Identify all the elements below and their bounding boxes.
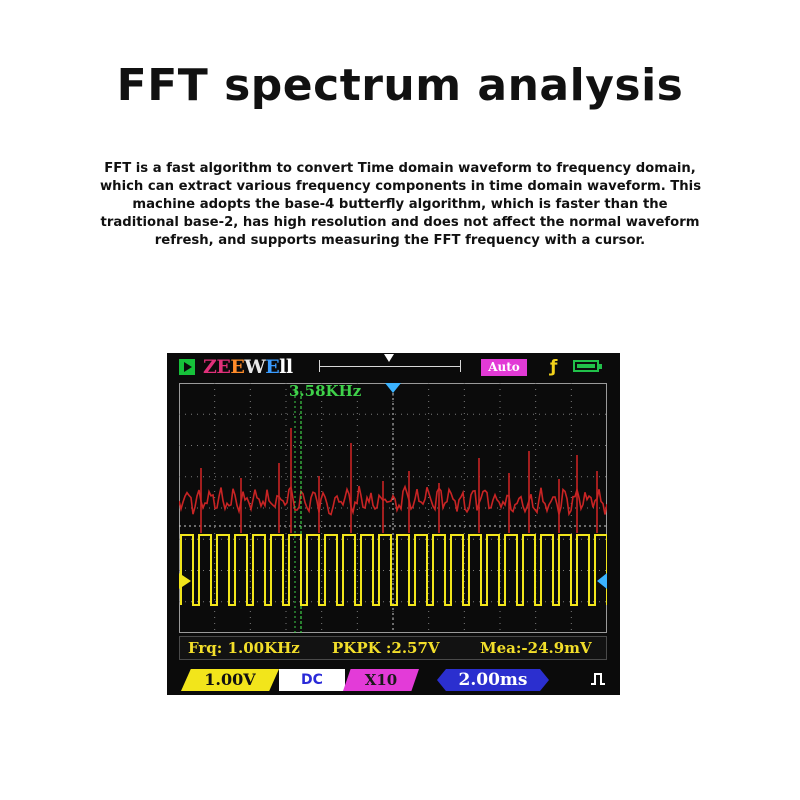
fft-trace [179,484,607,517]
brand-letter: E [216,356,231,378]
memory-position-marker-icon [384,354,394,362]
square-wave-trace [180,534,607,606]
status-bar: 1.00V DC X10 2.00ms [167,666,620,694]
rising-edge-trigger-icon[interactable]: ƒ [550,357,558,377]
trigger-mode-badge[interactable]: Auto [481,359,527,376]
description-line: FFT is a fast algorithm to convert Time … [104,161,696,176]
time-per-div-button[interactable]: 2.00ms [437,669,549,691]
brand-letter: E [265,356,280,378]
trigger-level-marker-icon [597,573,607,589]
mean-readout: Mea:-24.9mV [480,639,592,657]
page-description: FFT is a fast algorithm to convert Time … [100,160,702,250]
probe-ratio-button[interactable]: X10 [343,669,419,691]
volts-per-div-button[interactable]: 1.00V [181,669,279,691]
brand-letter: ll [279,356,293,378]
oscilloscope-screen: ZEEWEll Auto ƒ 3.58KHz Frq: 1.00KHz PKPK… [167,353,620,695]
scope-top-bar: ZEEWEll Auto ƒ [167,353,620,381]
pulse-edge-icon[interactable] [590,671,606,687]
coupling-button[interactable]: DC [279,669,345,691]
brand-letter: Z [203,356,217,378]
frequency-readout: Frq: 1.00KHz [188,639,300,657]
run-play-icon[interactable] [179,359,195,375]
waveform-display[interactable] [179,383,607,633]
description-line: machine adopts the base-4 butterfly algo… [132,197,668,212]
trigger-position-marker-icon [385,383,401,393]
measurement-bar: Frq: 1.00KHz PKPK :2.57V Mea:-24.9mV [179,636,607,660]
waveform-plot [179,383,607,633]
brand-letter: W [244,356,266,378]
description-line: traditional base-2, has high resolution … [100,215,700,230]
channel-marker-icon [179,573,191,589]
memory-position-bar[interactable] [319,360,461,372]
description-line: which can extract various frequency comp… [100,179,702,194]
page-title: FFT spectrum analysis [116,60,684,111]
peak-to-peak-readout: PKPK :2.57V [332,639,440,657]
brand-logo: ZEEWEll [203,356,293,378]
battery-icon [573,360,602,372]
description-line: refresh, and supports measuring the FFT … [154,233,646,248]
cursor-frequency-label: 3.58KHz [289,382,362,400]
brand-letter: E [230,356,245,378]
